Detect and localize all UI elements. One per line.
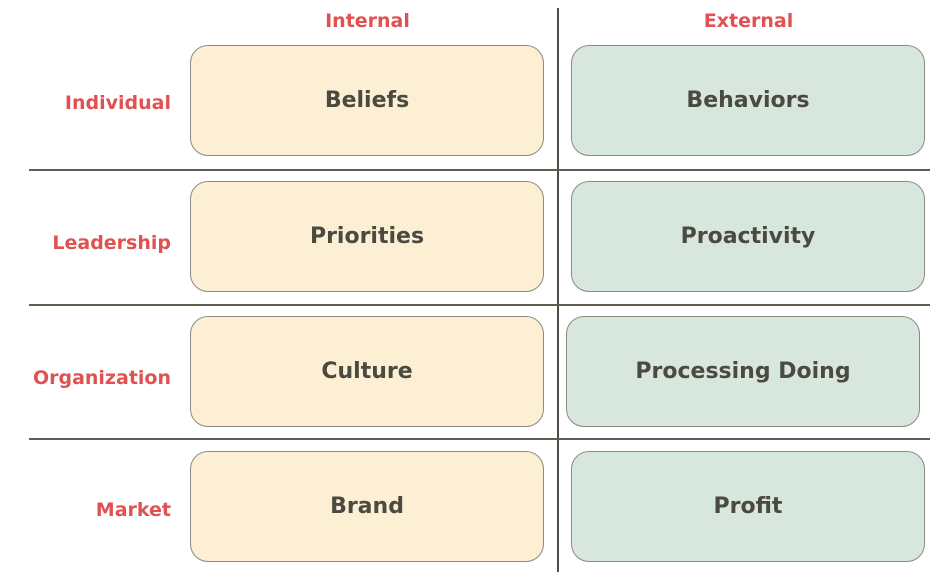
vertical-divider [557, 8, 559, 572]
row-label-market: Market [95, 499, 171, 521]
cell-proactivity: Proactivity [571, 181, 925, 292]
cell-priorities: Priorities [190, 181, 544, 292]
cell-text: Brand [330, 494, 404, 519]
cell-text: Profit [713, 494, 783, 519]
row-label-organization: Organization [32, 367, 171, 389]
cell-beliefs: Beliefs [190, 45, 544, 156]
horizontal-divider [29, 304, 930, 306]
cell-text: Behaviors [686, 88, 810, 113]
cell-text: Culture [321, 359, 413, 384]
cell-text: Proactivity [680, 224, 816, 249]
row-label-leadership: Leadership [52, 232, 171, 254]
horizontal-divider [29, 438, 930, 440]
row-label-individual: Individual [64, 92, 171, 114]
cell-processing-doing: Processing Doing [566, 316, 920, 427]
horizontal-divider [29, 169, 930, 171]
cell-text: Beliefs [324, 88, 410, 113]
column-header-internal: Internal [325, 10, 410, 32]
cell-behaviors: Behaviors [571, 45, 925, 156]
cell-text: Priorities [309, 224, 425, 249]
cell-brand: Brand [190, 451, 544, 562]
column-header-external: External [703, 10, 794, 32]
cell-profit: Profit [571, 451, 925, 562]
cell-culture: Culture [190, 316, 544, 427]
cell-text: Processing Doing [635, 359, 851, 384]
